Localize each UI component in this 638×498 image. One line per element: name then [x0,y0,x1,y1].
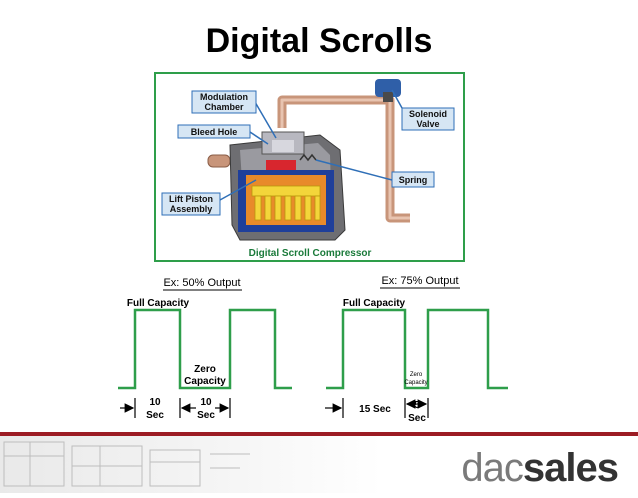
compressor-illustration [207,79,410,241]
label-bleed-hole: Bleed Hole [191,127,238,137]
waveform-75-percent: Ex: 75% Output Full Capacity Zero Capaci… [325,275,508,424]
zero-capacity-75-line2: Capacity [404,380,427,386]
label-solenoid-line2: Valve [416,119,439,129]
zero-capacity-50-line1: Zero [194,364,216,375]
label-lift-piston-line1: Lift Piston [169,194,213,204]
footer-accent-line [0,432,638,436]
footer-blueprint-band [0,436,638,493]
full-capacity-75-label: Full Capacity [343,298,406,309]
off-time-75-unit: Sec [408,413,426,424]
off-time-75-value: 5 [414,400,420,411]
logo-part-sales: sales [522,446,619,490]
lift-piston [266,160,296,170]
zero-capacity-50-line2: Capacity [184,376,226,387]
example-75-label: Ex: 75% Output [381,275,458,287]
suction-pipe [207,154,231,168]
callout-lines [219,89,403,201]
label-modulation-line2: Chamber [204,102,244,112]
label-spring: Spring [399,175,428,185]
callout-box-spring [391,171,435,188]
label-lift-piston-line2: Assembly [170,204,213,214]
callout-box-solenoid [401,107,455,131]
on-time-50-unit: Sec [146,410,164,421]
full-capacity-50-label: Full Capacity [127,298,190,309]
off-time-50-value: 10 [200,397,212,408]
on-time-75-label: 15 Sec [359,404,391,415]
label-modulation-line1: Modulation [200,92,248,102]
solenoid-valve-icon [375,79,401,102]
pulse-wave-50 [118,308,292,390]
dacsales-logo: dacsales [461,446,619,491]
blueprint-sketch-icon [3,441,250,487]
slide-title: Digital Scrolls [205,22,433,60]
callout-box-bleed-hole [177,124,251,139]
logo-part-dac: dac [461,446,523,490]
on-time-50-value: 10 [149,397,161,408]
waveform-50-percent: Ex: 50% Output Full Capacity Zero Capaci… [118,277,292,421]
off-time-50-unit: Sec [197,410,215,421]
zero-capacity-75-line1: Zero [410,372,423,378]
callout-box-modulation [191,90,257,114]
label-solenoid-line1: Solenoid [409,109,447,119]
example-50-label: Ex: 50% Output [163,277,240,289]
scroll-wraps [251,185,321,221]
spring-icon [299,153,317,162]
callout-box-lift-piston [161,192,221,216]
pulse-wave-75 [326,308,508,390]
compressor-caption: Digital Scroll Compressor [249,248,372,259]
